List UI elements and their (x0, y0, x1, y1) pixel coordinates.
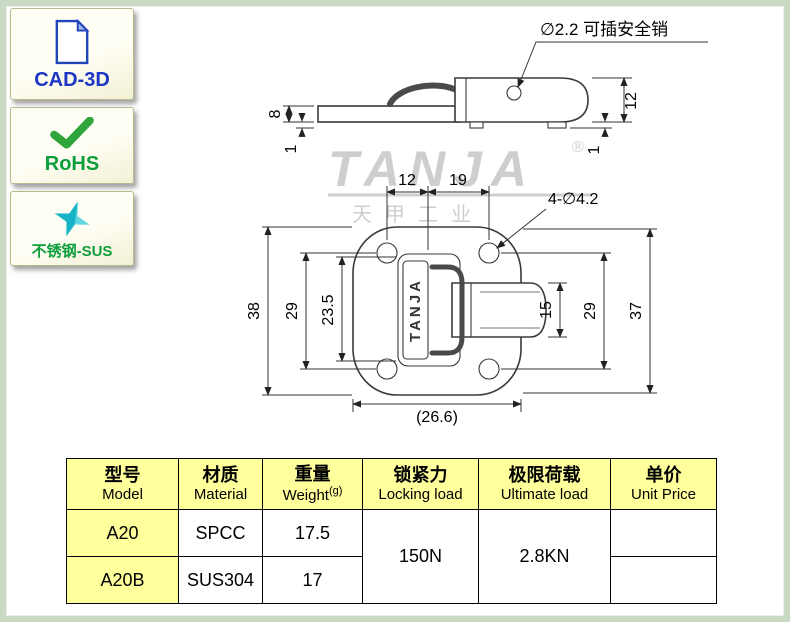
brand-watermark: TANJA ® 天甲工业 (328, 139, 592, 226)
mount-hole (478, 358, 500, 380)
cell-weight: 17.5 (262, 509, 363, 557)
cell-locking-load: 150N (362, 509, 479, 604)
badge-rohs: RoHS (10, 107, 134, 184)
dim-front-left-inner: 23.5 (320, 294, 337, 325)
cell-model: A20 (66, 509, 179, 557)
safety-pin-annotation: ∅2.2 可插安全销 (540, 20, 668, 39)
checkmark-icon (50, 117, 94, 149)
dim-front-right-mid: 29 (582, 302, 599, 320)
side-view: 8 1 12 1 ∅2.2 可插安全销 (267, 20, 708, 154)
cell-unit-price (610, 509, 717, 557)
dim-side-height-right: 12 (623, 92, 640, 110)
registered-mark-icon: ® (572, 139, 584, 156)
header-material: 材质 Material (178, 458, 263, 510)
cad-3d-label: CAD-3D (34, 68, 110, 91)
dim-side-thickness-right: 1 (586, 145, 603, 154)
badge-stainless-sus: 不锈钢-SUS (10, 191, 134, 266)
badge-cad-3d: CAD-3D (10, 8, 134, 100)
spec-table: 型号 Model 材质 Material 重量 Weight(g) 锁紧力 Lo… (66, 458, 717, 604)
cell-material: SPCC (178, 509, 263, 557)
cell-weight: 17 (262, 556, 363, 604)
rohs-label: RoHS (44, 153, 100, 175)
table-row: A20 SPCC 17.5 150N 2.8KN (66, 509, 717, 604)
header-locking-load: 锁紧力 Locking load (362, 458, 479, 510)
dim-front-top-left: 12 (398, 172, 416, 189)
sus-label: 不锈钢-SUS (31, 242, 113, 260)
mount-hole (478, 242, 500, 264)
dim-front-right-outer: 37 (628, 302, 645, 320)
cad-file-icon (55, 18, 90, 64)
dim-front-left-mid: 29 (284, 302, 301, 320)
spring-wire (429, 264, 465, 356)
dim-mount-holes: 4-∅4.2 (548, 191, 599, 208)
cell-ultimate-load: 2.8KN (478, 509, 611, 604)
dim-side-thickness-left: 1 (283, 144, 300, 153)
cell-model: A20B (66, 556, 179, 604)
dim-front-left-outer: 38 (246, 302, 263, 320)
header-model: 型号 Model (66, 458, 179, 510)
mount-hole (376, 358, 398, 380)
table-row: A20B SUS304 17 (66, 556, 717, 604)
badge-column: CAD-3D RoHS 不锈钢-SUS (10, 8, 134, 273)
keeper-plate (317, 105, 461, 123)
table-header-row: 型号 Model 材质 Material 重量 Weight(g) 锁紧力 Lo… (66, 458, 717, 510)
brand-strip (402, 260, 429, 360)
brand-strip-text: TANJA (407, 278, 424, 342)
latch-body (454, 77, 589, 123)
star-icon (54, 201, 90, 236)
cell-material: SUS304 (178, 556, 263, 604)
header-weight: 重量 Weight(g) (262, 458, 363, 510)
header-ultimate-load: 极限荷载 Ultimate load (478, 458, 611, 510)
watermark-brand: TANJA (328, 141, 536, 197)
dim-front-bottom: (26.6) (416, 409, 458, 426)
dim-front-top-right: 19 (449, 172, 467, 189)
watermark-subtitle: 天甲工业 (352, 203, 484, 226)
header-unit-price: 单价 Unit Price (610, 458, 717, 510)
dim-front-right-inner: 15 (538, 301, 555, 319)
dim-side-height-left: 8 (267, 109, 284, 118)
lever-cylinder (451, 282, 547, 338)
safety-pin-hole (506, 85, 522, 101)
front-view: TANJA 12 19 4-∅4.2 38 (246, 172, 657, 426)
cell-unit-price (610, 556, 717, 604)
mount-hole (376, 242, 398, 264)
